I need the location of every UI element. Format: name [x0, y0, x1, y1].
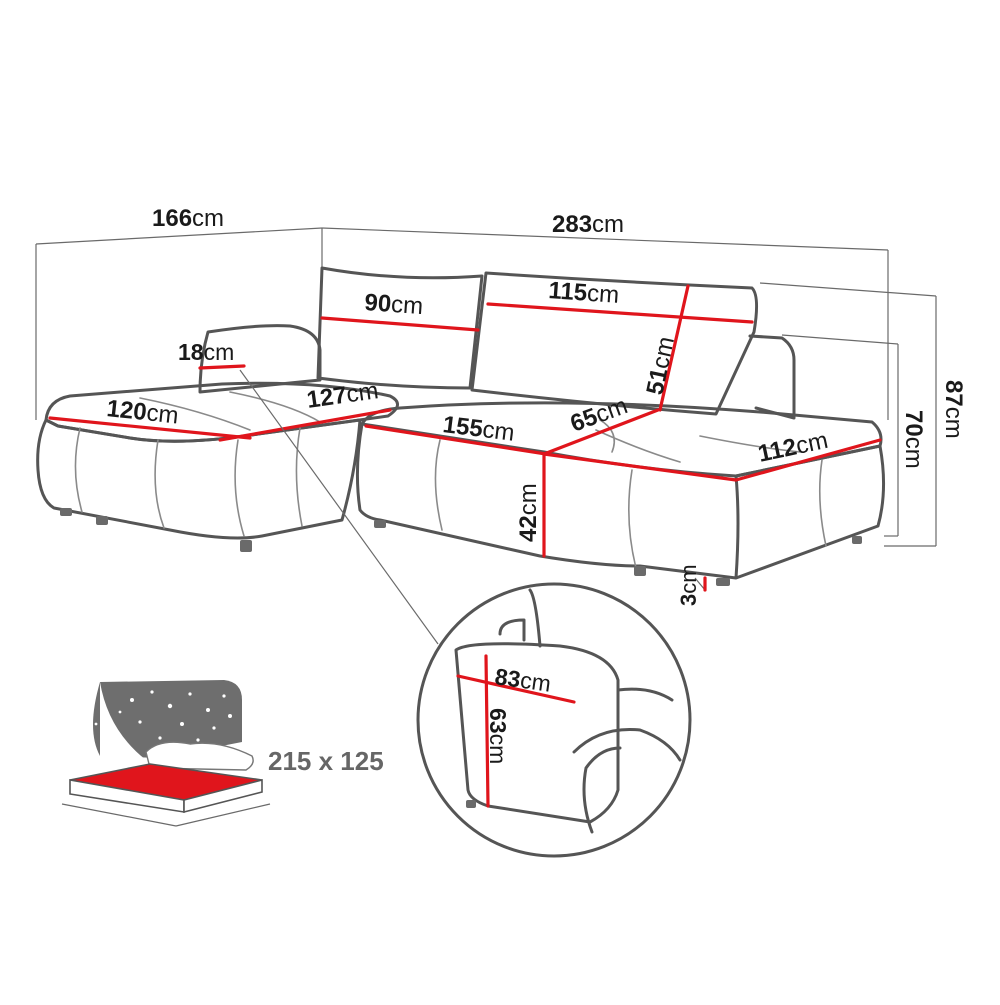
chaise-module [36, 381, 399, 552]
back-cushion-right [470, 271, 759, 416]
dimension-labels: 166cm 283cm 90cm 115cm 18cm 51cm 120cm 1… [105, 205, 967, 776]
label-cushion-left: 90cm [364, 289, 424, 320]
armrest [198, 324, 322, 394]
dim-line-cushion-right [486, 302, 754, 324]
dim-line-armrest [198, 364, 246, 370]
label-arm-height: 63cm [485, 708, 511, 764]
label-cushion-right: 115cm [548, 277, 620, 309]
red-dimension-lines [48, 284, 882, 592]
dim-line-chaise-width [48, 416, 252, 440]
back-cushion-left [316, 266, 484, 390]
label-cushion-height: 51cm [641, 334, 680, 397]
back-cushions [316, 266, 759, 416]
label-bed-size: 215 x 125 [268, 746, 384, 776]
bed-function-icon [61, 680, 271, 827]
label-seat-width: 155cm [441, 411, 516, 447]
dim-line-seat-depth [542, 408, 660, 456]
dim-line-arm-height [484, 654, 490, 808]
dim-line-sofa-depth-2 [734, 438, 882, 482]
dim-line-arm-depth [456, 674, 576, 704]
seat-body [355, 422, 886, 580]
dim-line-sofa-depth [542, 452, 738, 482]
label-chaise-width: 120cm [105, 395, 179, 429]
label-total-width: 283cm [552, 211, 624, 238]
label-armrest-width: 18cm [178, 339, 234, 365]
label-backrest-height: 70cm [900, 410, 927, 469]
dim-line-seat-width [364, 424, 548, 456]
label-seat-height: 42cm [515, 483, 542, 542]
chaise-body [36, 418, 362, 540]
label-arm-depth: 83cm [493, 663, 552, 697]
label-sofa-depth: 112cm [756, 427, 831, 468]
label-chaise-seat: 127cm [305, 377, 380, 414]
label-chaise-depth: 166cm [152, 205, 224, 232]
dim-line-chaise-seat [218, 408, 392, 442]
back-panel [748, 334, 796, 420]
detail-circle [416, 582, 692, 858]
armrest-detail [416, 582, 692, 858]
detail-leader-line [239, 369, 439, 645]
dim-line-cushion-left [320, 316, 480, 332]
dim-line-cushion-height [658, 284, 690, 412]
label-total-height: 87cm [940, 380, 967, 439]
extension-lines [35, 227, 937, 591]
label-leg-height: 3cm [676, 564, 701, 606]
